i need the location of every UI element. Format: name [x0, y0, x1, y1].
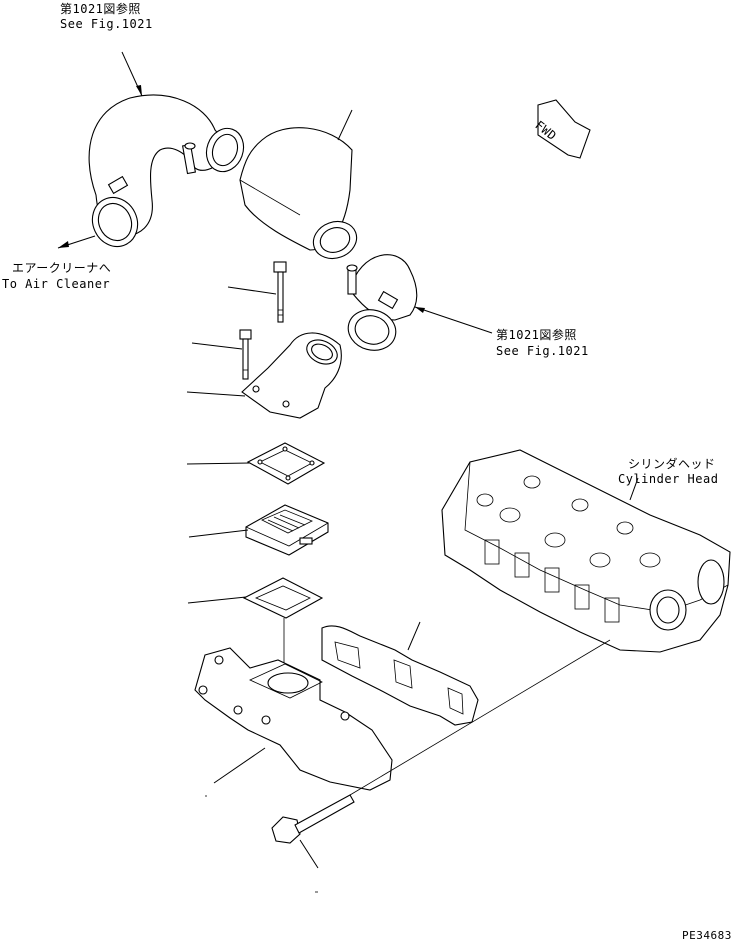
ref-label-top-en: See Fig.1021: [60, 17, 153, 31]
centerline-head-bolt: [349, 639, 611, 796]
intake-hose-upper: [88, 94, 245, 248]
intake-elbow-lower: [346, 254, 418, 351]
ref-label-mid-en: See Fig.1021: [496, 344, 589, 358]
leader-line-gasket-lower: [187, 596, 247, 604]
manifold-bolt: [271, 794, 355, 844]
drawing-code: PE34683: [682, 929, 732, 942]
bolt-short: [239, 329, 252, 380]
air-cleaner-label-en: To Air Cleaner: [2, 277, 111, 291]
leader-line-manifold-gasket: [407, 621, 421, 651]
ref-label-top-jp: 第1021図参照: [60, 2, 141, 16]
gasket-lower: [242, 577, 324, 619]
intake-manifold: [194, 647, 393, 791]
leader-line-ref-mid: [414, 306, 493, 334]
leader-line-manifold-bolt: [299, 839, 319, 869]
leader-line-bolt-short: [191, 342, 243, 350]
bolt-long: [273, 261, 287, 323]
leader-line-cylinder-head: [629, 477, 639, 501]
manifold-gasket: [321, 625, 479, 726]
ref-label-mid-jp: 第1021図参照: [496, 328, 577, 342]
fwd-arrow: [537, 99, 591, 159]
cylinder-head-label-jp: シリンダヘッド: [628, 457, 716, 471]
leader-line-heater: [188, 529, 249, 538]
leader-line-silencer: [337, 109, 353, 141]
leader-line-manifold: [213, 747, 266, 784]
leader-line-connector: [186, 391, 246, 397]
cylinder-head-label-en: Cylinder Head: [618, 472, 719, 486]
gasket-upper: [246, 442, 326, 485]
air-cleaner-label-jp: エアークリーナへ: [12, 261, 112, 275]
air-cleaner-body: [239, 127, 358, 260]
leader-line-bolt-long: [227, 286, 277, 295]
intake-heater: [245, 504, 329, 556]
leader-line-gasket-upper: [186, 462, 251, 465]
intake-connector: [241, 332, 342, 419]
cylinder-head: [441, 449, 731, 653]
